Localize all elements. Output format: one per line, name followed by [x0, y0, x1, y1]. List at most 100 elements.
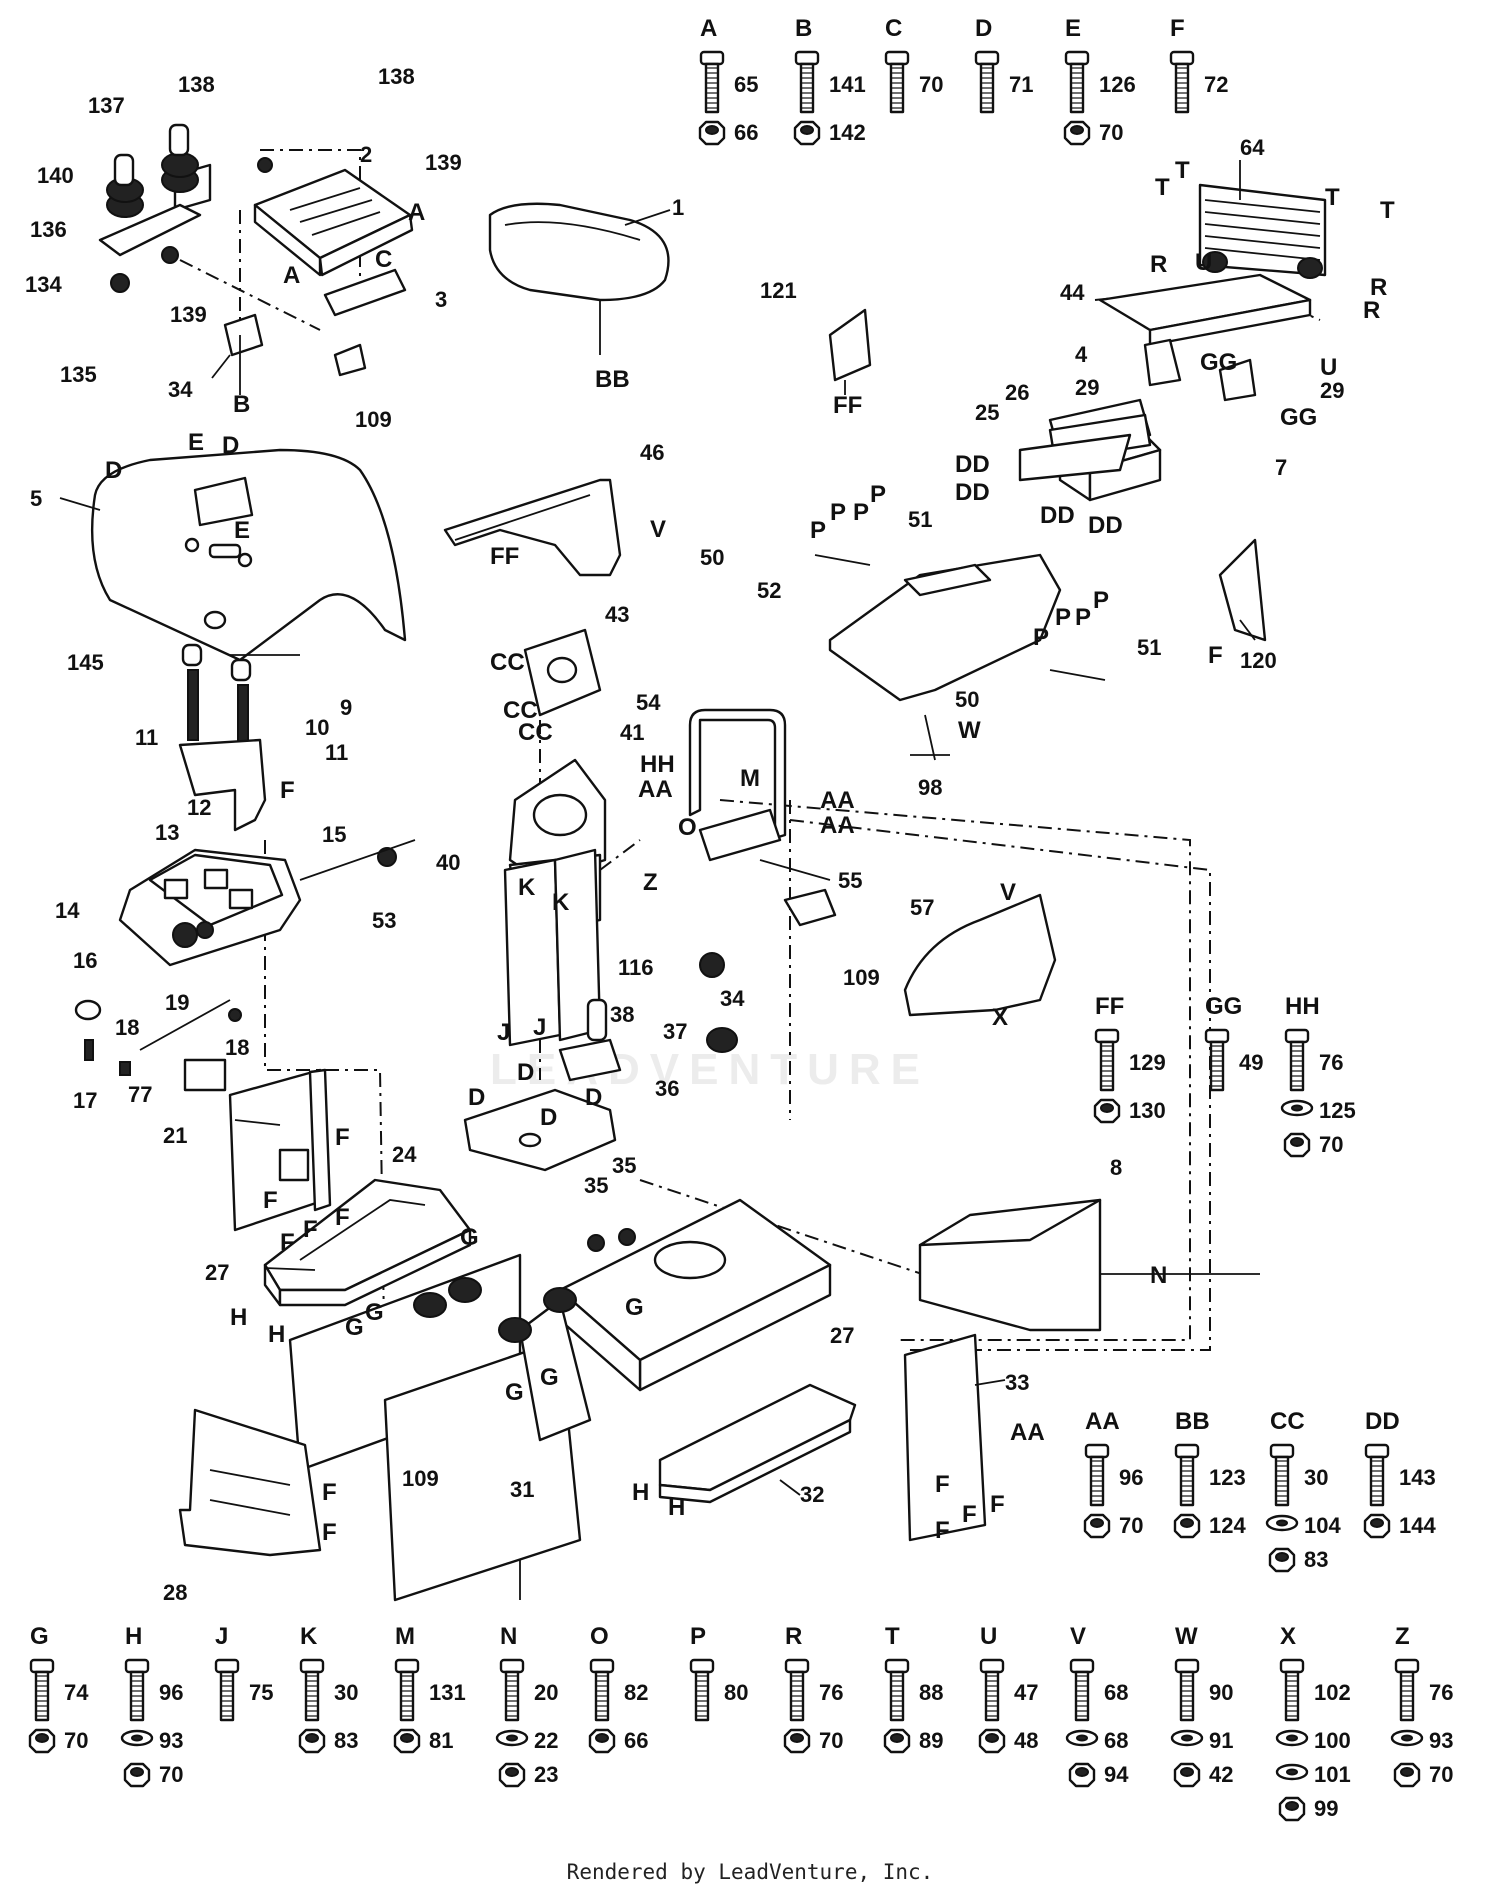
ref-F: F — [990, 1491, 1005, 1518]
main-frame-deck — [518, 1198, 832, 1442]
hardware-part-number: 70 — [1319, 1132, 1343, 1157]
callout-41: 41 — [620, 720, 644, 745]
hood-hinge-pins — [814, 554, 1106, 681]
hardware-part-number: 126 — [1099, 72, 1136, 97]
ref-H: H — [668, 1494, 685, 1521]
ref-BB: BB — [595, 366, 630, 393]
hood-side-panel — [903, 893, 1057, 1017]
hardware-key-letter: D — [975, 15, 992, 42]
callout-14: 14 — [55, 898, 80, 923]
console-shroud — [443, 478, 622, 577]
hardware-key-letter: A — [700, 15, 717, 42]
ref-K: K — [518, 874, 536, 901]
hardware-part-number: 100 — [1314, 1728, 1351, 1753]
hardware-key-letter: K — [300, 1623, 318, 1650]
callout-1: 1 — [672, 195, 684, 220]
callout-55: 55 — [838, 868, 862, 893]
hardware-part-number: 70 — [919, 72, 943, 97]
ref-FF: FF — [490, 543, 519, 570]
hardware-part-number: 123 — [1209, 1465, 1246, 1490]
ref-HH: HH — [640, 751, 675, 778]
callout-10: 10 — [305, 715, 329, 740]
dash-plate — [523, 628, 602, 717]
callout-145: 145 — [67, 650, 104, 675]
hardware-part-number: 94 — [1104, 1762, 1129, 1787]
hardware-part-number: 96 — [1119, 1465, 1143, 1490]
seat-rail-assembly — [1018, 413, 1152, 482]
ref-G: G — [505, 1379, 524, 1406]
ref-FF: FF — [833, 392, 862, 419]
ref-C: C — [375, 246, 392, 273]
callout-26: 26 — [1005, 380, 1029, 405]
hardware-part-number: 144 — [1399, 1513, 1436, 1538]
ref-D: D — [105, 457, 122, 484]
callout-34b: 34 — [720, 986, 745, 1011]
callout-9: 9 — [340, 695, 352, 720]
callout-37: 37 — [663, 1019, 687, 1044]
hardware-key-letter: G — [30, 1623, 49, 1650]
ref-H: H — [632, 1479, 649, 1506]
ref-R: R — [1363, 297, 1380, 324]
ref-DD: DD — [1040, 502, 1075, 529]
callout-98: 98 — [918, 775, 942, 800]
callout-44: 44 — [1060, 280, 1085, 305]
front-shroud — [918, 1198, 1102, 1332]
callout-40: 40 — [436, 850, 460, 875]
callout-35b: 35 — [612, 1153, 636, 1178]
callout-140: 140 — [37, 163, 74, 188]
ref-Z: Z — [643, 869, 658, 896]
hardware-key-letter: H — [125, 1623, 142, 1650]
left-side-panel — [228, 1068, 332, 1232]
callout-138a: 138 — [178, 72, 215, 97]
misc-hardware — [377, 847, 636, 1252]
hardware-part-number: 124 — [1209, 1513, 1246, 1538]
hardware-part-number: 30 — [334, 1680, 358, 1705]
callout-50a: 50 — [700, 545, 724, 570]
callout-19: 19 — [165, 990, 189, 1015]
hardware-part-number: 49 — [1239, 1050, 1263, 1075]
callout-16: 16 — [73, 948, 97, 973]
hardware-part-number: 48 — [1014, 1728, 1038, 1753]
callout-28: 28 — [163, 1580, 187, 1605]
hardware-part-number: 125 — [1319, 1098, 1356, 1123]
hardware-key-f: F72 — [1169, 15, 1228, 114]
hardware-key-letter: X — [1280, 1623, 1296, 1650]
callout-21: 21 — [163, 1123, 187, 1148]
callout-24: 24 — [392, 1142, 417, 1167]
hood — [828, 553, 1062, 702]
hardware-part-number: 99 — [1314, 1796, 1338, 1821]
ref-T: T — [1325, 184, 1340, 211]
hardware-part-number: 70 — [1119, 1513, 1143, 1538]
callout-17: 17 — [73, 1088, 97, 1113]
hardware-part-number: 76 — [819, 1680, 843, 1705]
ref-F: F — [322, 1479, 337, 1506]
hardware-part-number: 102 — [1314, 1680, 1351, 1705]
ref-X: X — [992, 1004, 1008, 1031]
ref-D: D — [222, 432, 239, 459]
ref-A: A — [408, 199, 425, 226]
ref-H: H — [268, 1321, 285, 1348]
hardware-part-number: 104 — [1304, 1513, 1341, 1538]
dash-console — [503, 758, 607, 1047]
ref-F: F — [280, 777, 295, 804]
callout-38: 38 — [610, 1002, 634, 1027]
part-callouts: 1 2 3 4 5 7 8 9 10 11 11 12 13 14 15 16 … — [25, 64, 1344, 1605]
ref-F: F — [935, 1471, 950, 1498]
callout-leaders — [59, 160, 1260, 1600]
callout-134: 134 — [25, 272, 62, 297]
ref-M: M — [740, 765, 760, 792]
callout-29a: 29 — [1075, 375, 1099, 400]
letter-references: A A B C D D E E BB FF FF V V R R R T T T… — [105, 157, 1395, 1546]
hardware-part-number: 93 — [159, 1728, 183, 1753]
hardware-key-letter: E — [1065, 15, 1081, 42]
hardware-part-number: 80 — [724, 1680, 748, 1705]
callout-109b: 109 — [843, 965, 880, 990]
